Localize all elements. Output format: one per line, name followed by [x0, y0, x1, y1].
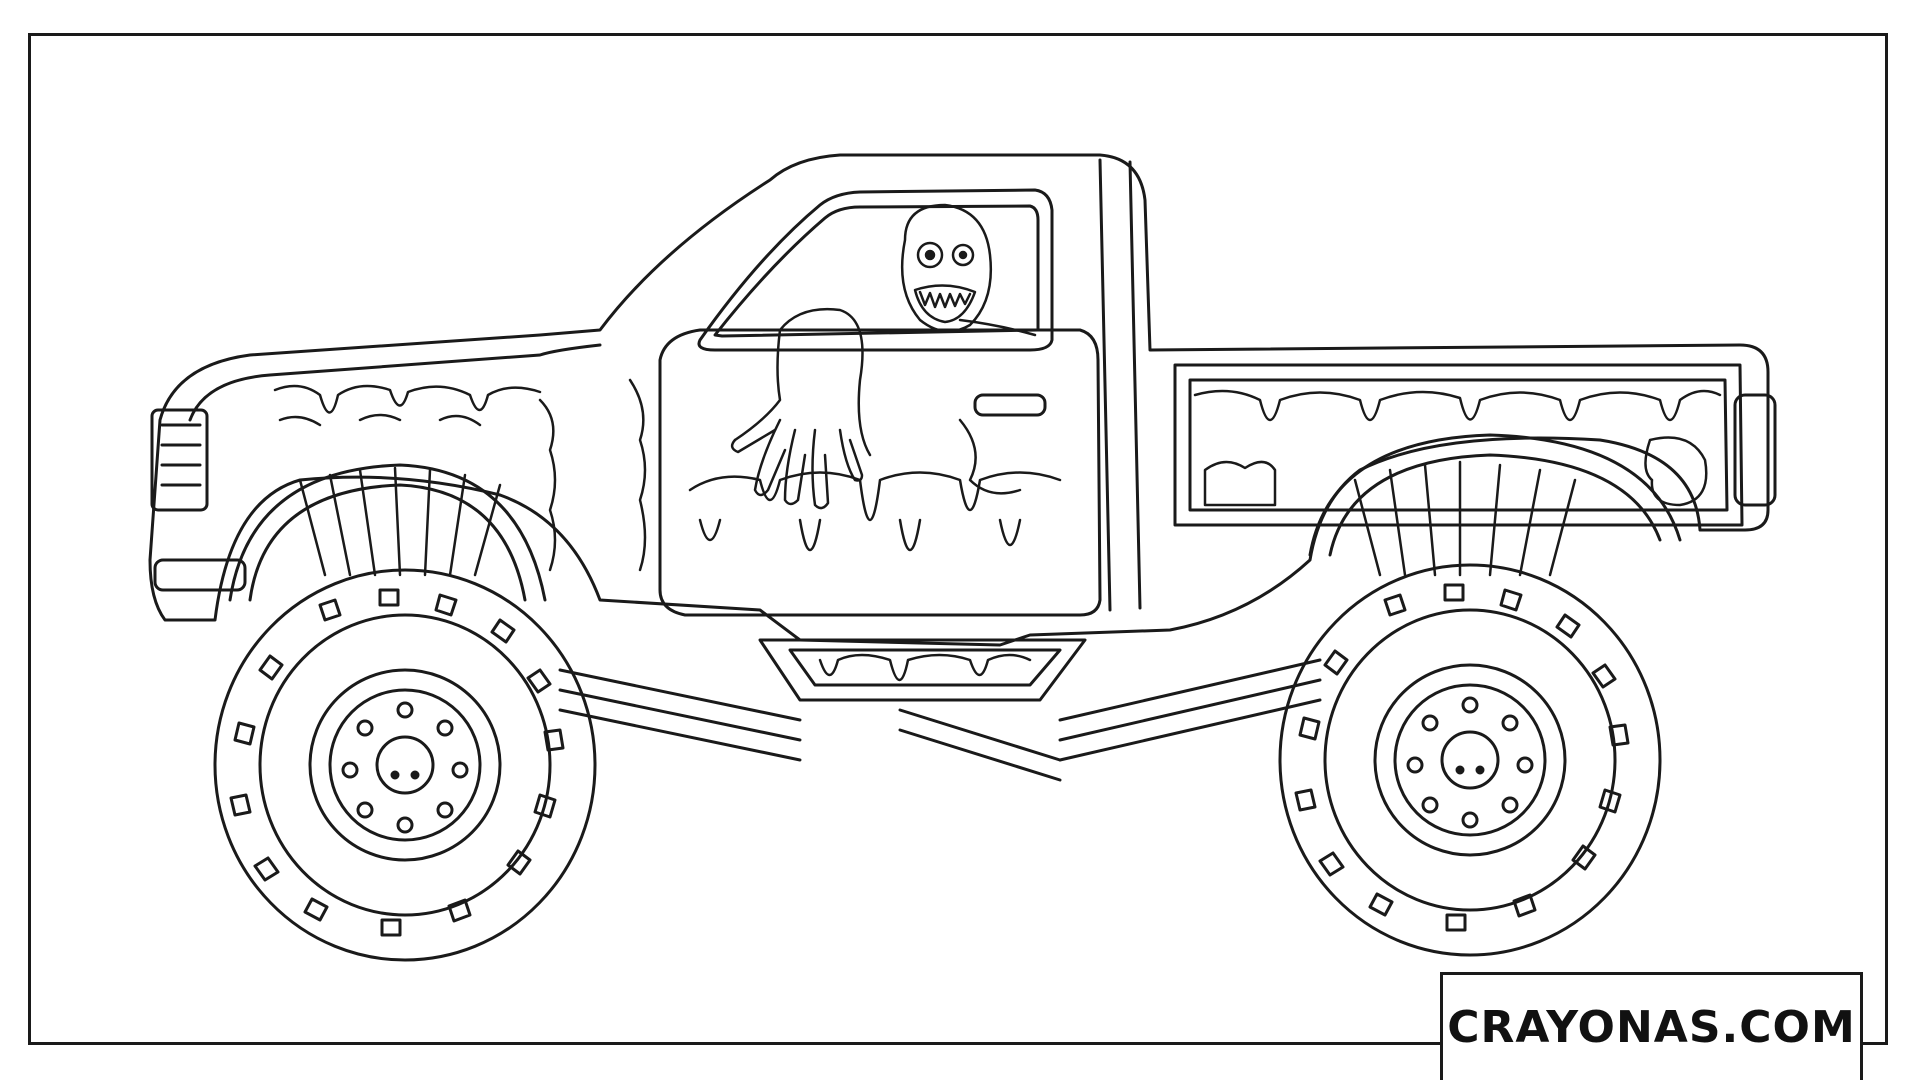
slime-drips [273, 378, 1722, 682]
brand-watermark: CRAYONAS.COM [1440, 972, 1863, 1080]
page-border [28, 33, 1888, 1045]
shock-absorbers [298, 460, 1577, 577]
grille-icon [150, 408, 247, 592]
zombie-icon [730, 203, 1037, 510]
brand-watermark-text: CRAYONAS.COM [1447, 1002, 1856, 1053]
front-wheel-icon [213, 568, 597, 962]
truck-body [148, 153, 1777, 702]
rear-wheel-icon [1278, 563, 1662, 957]
suspension-struts [558, 658, 1322, 782]
